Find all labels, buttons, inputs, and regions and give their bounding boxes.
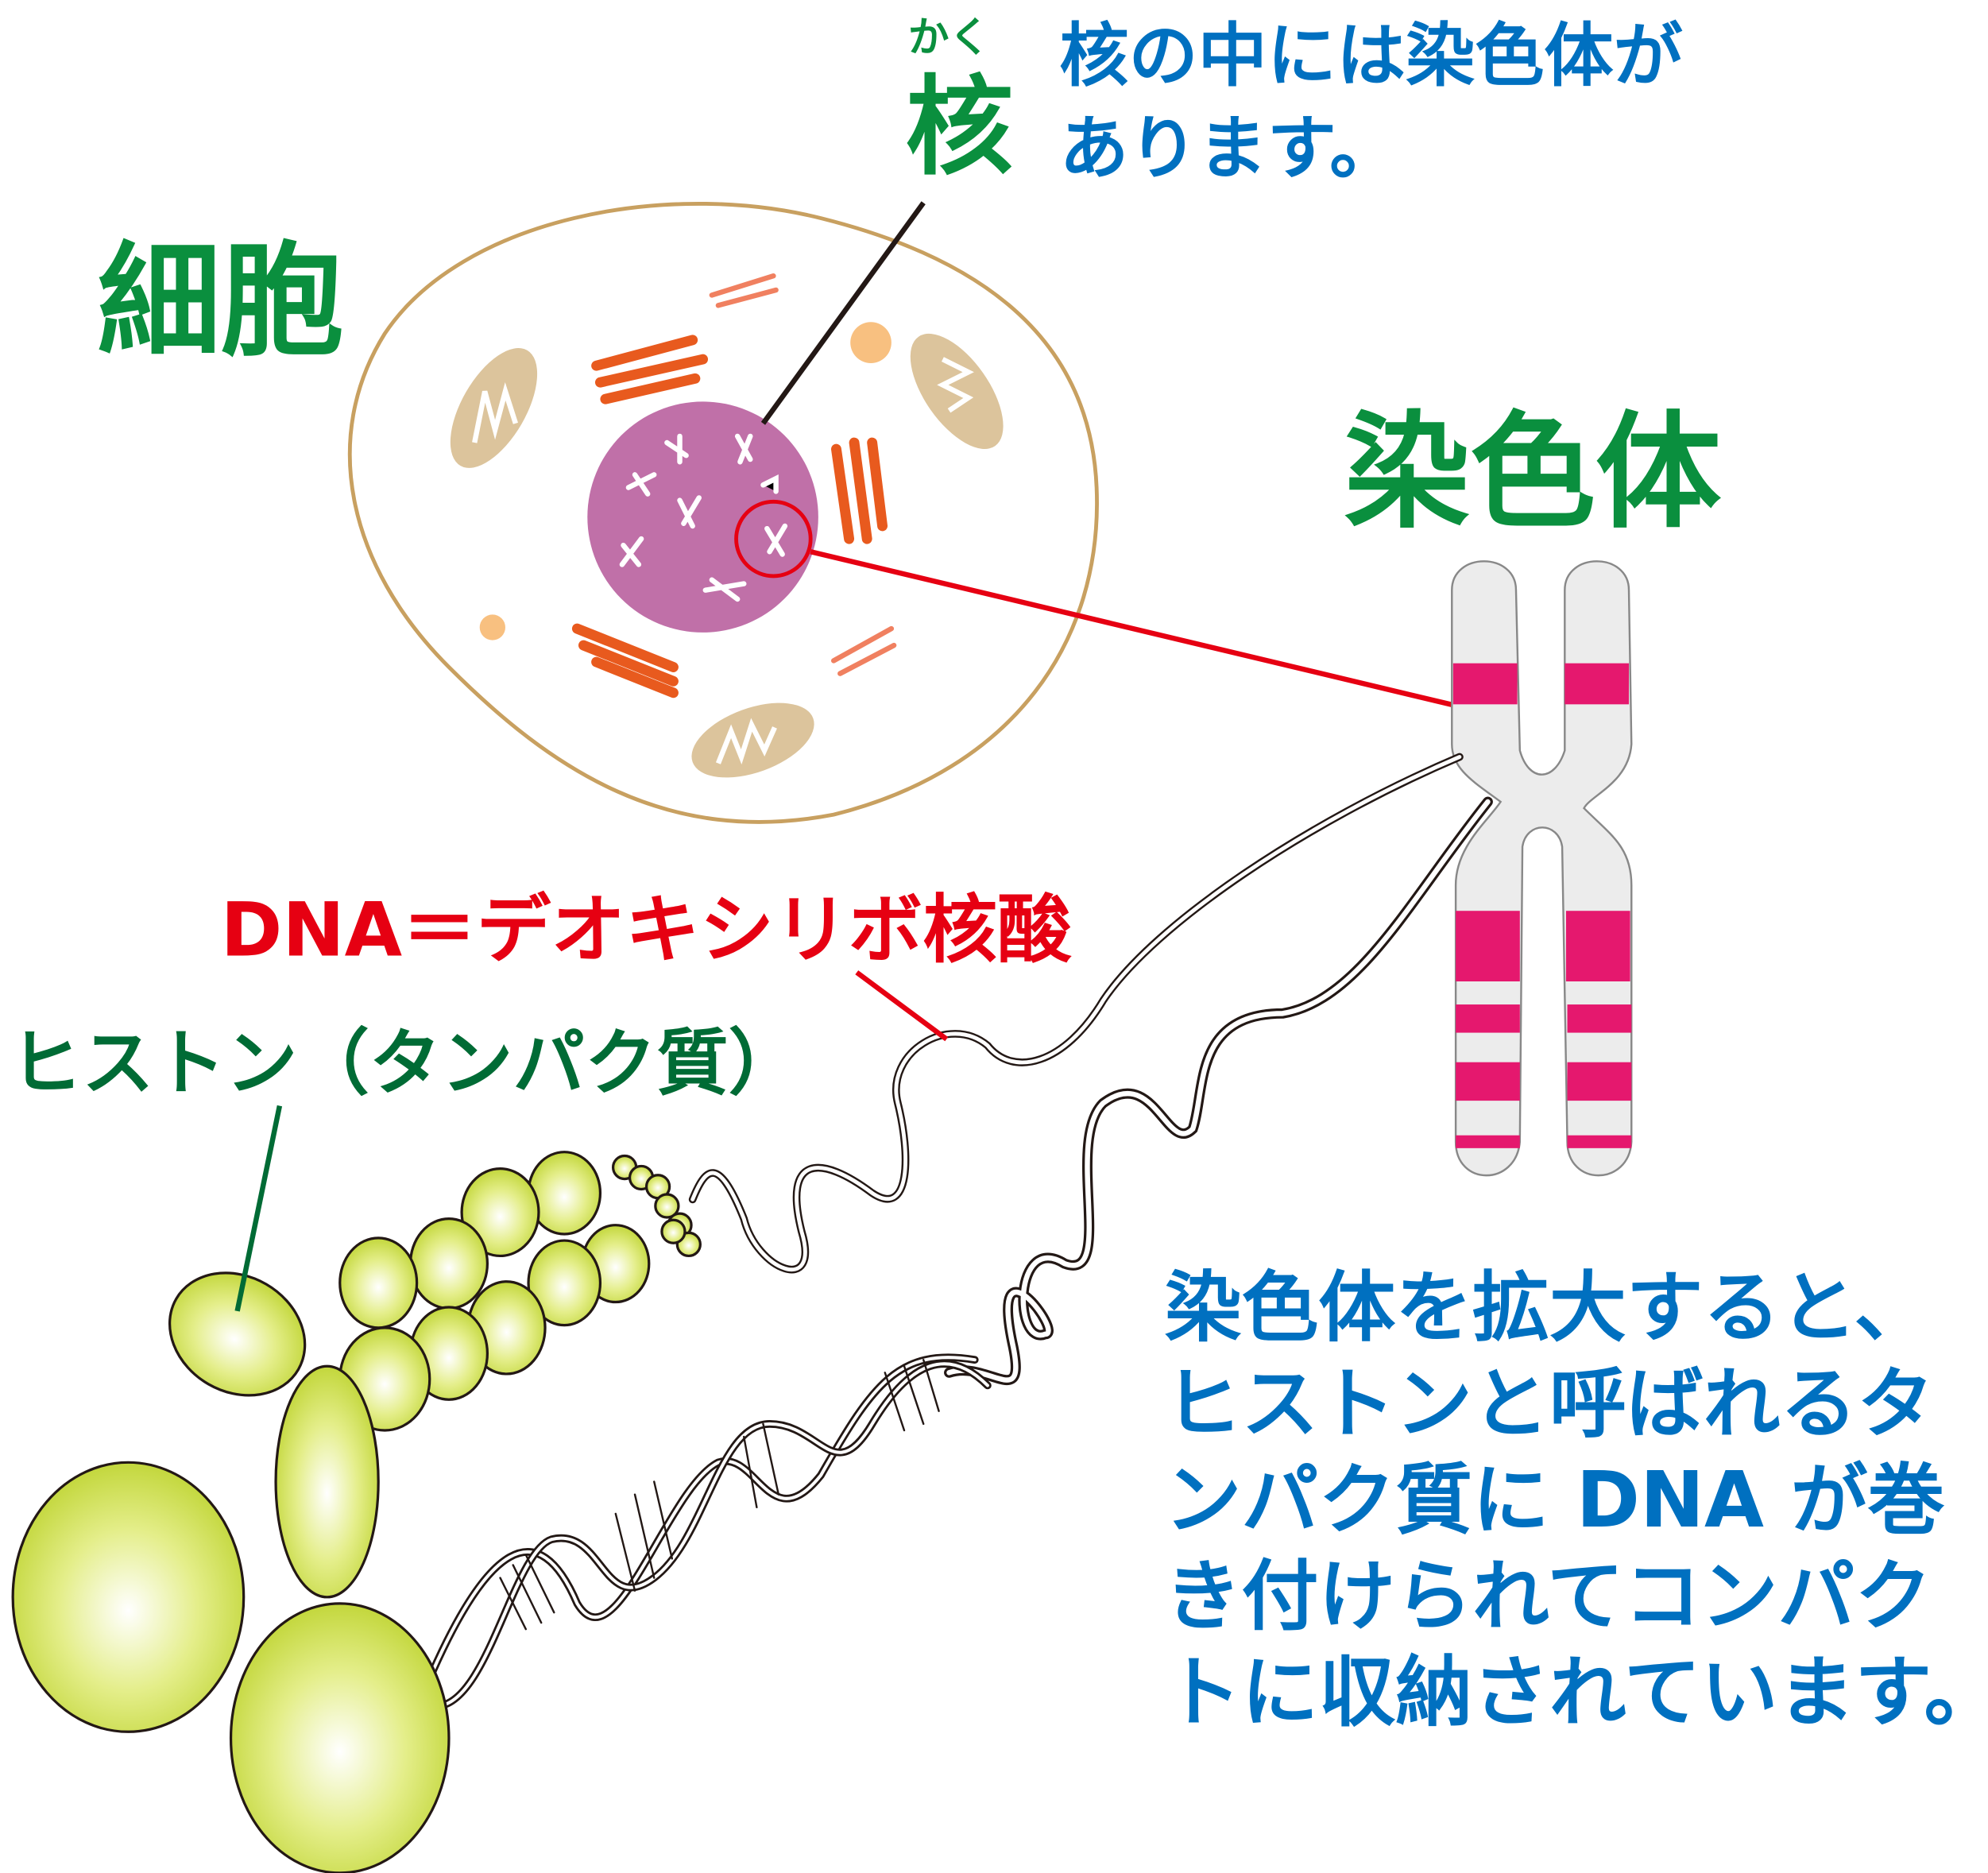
double-helix-a <box>419 1353 979 1697</box>
base-pairs <box>499 1358 940 1631</box>
nucleus-chromosomes <box>619 433 788 602</box>
histone-label: ヒストン（タンパク質） <box>10 1022 800 1105</box>
nucleus-label: 核 <box>906 64 1014 190</box>
nucleus-note-line: あります。 <box>1059 107 1398 188</box>
golgi <box>571 273 897 699</box>
double-helix-b <box>431 1360 992 1710</box>
chromosome-illustration <box>1451 560 1633 1177</box>
chromosome-bands <box>1452 663 1632 1148</box>
dna-label: DNA＝デオキシリボ核酸 <box>221 888 1072 974</box>
chromosome-label: 染色体 <box>1344 400 1722 546</box>
vesicle <box>479 614 505 640</box>
explanation-text: 染色体を拡大すると、 ヒストンと呼ばれるタ ンパク質に DNA が巻 き付けられ… <box>1165 1263 1988 1737</box>
explanation-line: ンパク質に DNA が巻 <box>1165 1455 1945 1545</box>
histone-nucleosomes <box>11 1151 702 1873</box>
nucleus-ruby: かく <box>908 14 990 62</box>
vesicle <box>850 322 892 363</box>
mitochondria <box>450 333 1004 778</box>
zoom-connector-line <box>810 549 1456 709</box>
cell-label: 細胞 <box>98 230 344 373</box>
explanation-line: 染色体を拡大すると、 <box>1165 1263 1932 1353</box>
explanation-line: ヒストンと呼ばれるタ <box>1165 1359 1934 1449</box>
histone-leader-line <box>234 1105 283 1312</box>
cell-illustration <box>347 201 1456 824</box>
explanation-line: トに収納されています。 <box>1165 1647 1988 1737</box>
dna-strands <box>419 753 1493 1710</box>
dna-thin-strand <box>688 753 1464 1274</box>
explanation-line: き付けられてコンパク <box>1165 1551 1932 1641</box>
nucleus-note-line: 核の中には染色体が <box>1059 15 1682 96</box>
dna-leader-line <box>855 970 949 1042</box>
nucleus <box>587 401 818 633</box>
cell-membrane <box>347 202 1099 824</box>
nucleus-leader-line <box>760 201 926 425</box>
zoom-highlight-circle <box>734 499 813 579</box>
